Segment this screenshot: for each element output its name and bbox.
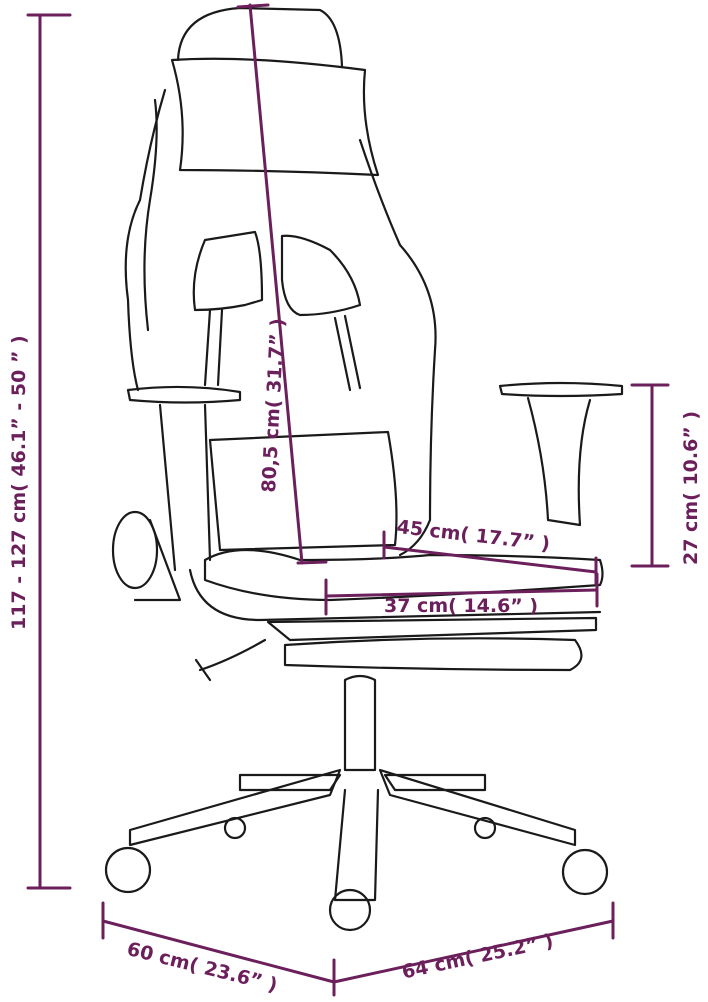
seat-base [188,568,602,622]
backrest-inner-left [143,98,158,332]
base-leg-back-left [238,773,342,792]
backrest-right-edge [358,138,437,557]
backrest-left-edge [124,88,167,392]
dim-line-base-depth [101,919,336,984]
dim-tick-backrest-bottom [296,560,328,565]
dim-line-base-width [332,919,615,984]
head-pillow [170,57,380,177]
gas-lever [194,638,267,682]
base-leg-front-left [128,768,342,847]
dim-tick-backrest-top [236,3,270,9]
recline-bracket [133,518,182,602]
base-leg-front [333,788,380,902]
dim-line-seat-width [324,588,599,598]
right-armrest-post [526,396,592,527]
label-total-height: 117 - 127 cm( 46.1” - 50 ” ) [8,335,30,630]
caster-back-right [473,816,497,840]
footrest-pad [283,637,583,672]
dim-line-seat-depth [382,545,598,574]
gaming-chair-outline [104,6,624,932]
right-shoulder-opening [280,234,362,317]
dim-line-backrest-height [248,3,304,565]
caster-right [561,848,609,896]
lumbar-pillow [208,430,398,552]
right-armrest-pad [498,381,624,398]
footrest-rail [266,616,598,642]
caster-back-left [223,816,247,840]
caster-left [104,846,152,894]
base-leg-back-right [383,773,487,792]
left-armrest-post [158,403,212,572]
left-strap [203,308,224,387]
gas-cylinder [343,674,377,772]
left-shoulder-opening [192,230,264,312]
right-strap [333,314,362,392]
headrest [176,6,344,68]
label-armrest-height: 27 cm( 10.6” ) [680,410,702,565]
label-seat-width: 37 cm( 14.6” ) [384,595,539,617]
caster-front [328,888,372,932]
dimension-lines [26,3,670,997]
base-leg-front-right [378,768,577,847]
seat-cushion [203,548,604,602]
recline-knob [111,510,159,590]
left-armrest-pad [126,385,242,404]
